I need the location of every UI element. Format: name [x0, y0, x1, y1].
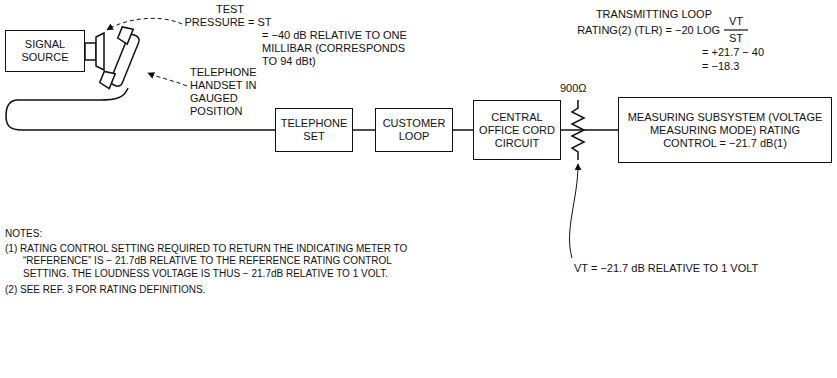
box-label: CENTRAL OFFICE CORD CIRCUIT [479, 111, 555, 150]
label-text: = −40 dB RELATIVE TO ONE MILLIBAR (CORRE… [262, 29, 412, 68]
box-label: CUSTOMER LOOP [381, 117, 447, 143]
box-label: MEASURING SUBSYSTEM (VOLTAGE MEASURING M… [624, 111, 826, 150]
process-box: SIGNAL SOURCE [5, 30, 85, 72]
process-box: MEASURING SUBSYSTEM (VOLTAGE MEASURING M… [618, 97, 832, 163]
telephone-handset [99, 25, 142, 92]
fraction-bar [724, 29, 748, 30]
formula-text: TRANSMITTING LOOP [596, 8, 712, 21]
formula-numerator: VT [722, 15, 750, 28]
leader-line [148, 73, 187, 86]
label-text: PRESSURE = ST [176, 16, 280, 29]
label-text: TELEPHONE HANDSET IN GAUGED POSITION [190, 66, 272, 118]
note-text: (1) RATING CONTROL SETTING REQUIRED TO R… [5, 243, 425, 281]
process-box: TELEPHONE SET [275, 108, 353, 152]
label-text: TEST [200, 3, 260, 16]
notes-heading: NOTES: [5, 228, 425, 241]
box-label: SIGNAL SOURCE [11, 38, 79, 64]
note-text: (2) SEE REF. 3 FOR RATING DEFINITIONS. [5, 284, 425, 297]
process-box: CENTRAL OFFICE CORD CIRCUIT [473, 100, 561, 160]
coupler-cup [96, 33, 104, 70]
handset-mouthpiece [99, 70, 115, 89]
leader-line [570, 164, 578, 258]
formula-text: = +21.7 − 40 [702, 46, 764, 59]
resistor-value: 900Ω [560, 82, 587, 95]
signal-line [561, 129, 618, 131]
signal-line [453, 129, 473, 131]
formula-denominator: ST [722, 32, 750, 45]
signal-line [353, 129, 375, 131]
box-label: TELEPHONE SET [281, 117, 348, 143]
process-box: CUSTOMER LOOP [375, 108, 453, 152]
leader-line [107, 18, 182, 30]
handset-earpiece [117, 25, 133, 44]
formula-text: RATING(2) (TLR) = −20 LOG [577, 24, 720, 37]
voltage-label: VT = −21.7 dB RELATIVE TO 1 VOLT [574, 262, 832, 275]
coupler-neck [85, 43, 96, 60]
formula-text: = −18.3 [702, 60, 739, 73]
notes-block: NOTES: (1) RATING CONTROL SETTING REQUIRE… [5, 228, 425, 299]
